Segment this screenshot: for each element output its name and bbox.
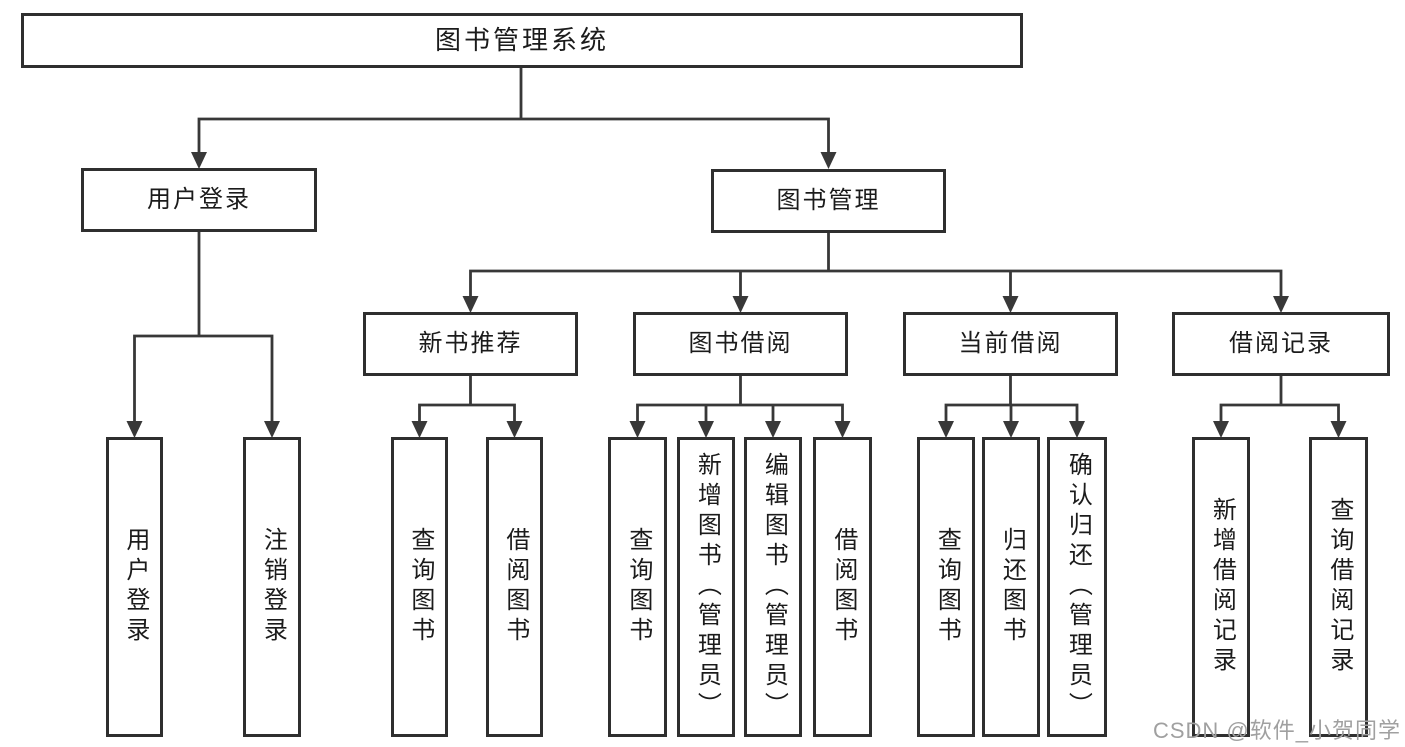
node-book-borrowing: 图书借阅 [633, 312, 848, 376]
arrowhead-icon [698, 421, 714, 438]
arrowhead-icon [820, 152, 837, 169]
watermark: CSDN @软件_小贺同学 [1152, 718, 1401, 743]
arrowhead-icon [462, 296, 479, 313]
node-leaf-confirm-return-admin: 确认归还（管理员） [1047, 437, 1107, 737]
node-new-book-recommend: 新书推荐 [363, 312, 578, 376]
arrowhead-icon [411, 421, 428, 438]
connector-path-1 [133, 230, 274, 427]
arrowhead-icon [506, 421, 523, 438]
arrowhead-icon [938, 421, 954, 438]
arrowhead-icon [264, 421, 280, 438]
node-leaf-add-borrow-record: 新增借阅记录 [1192, 437, 1250, 737]
node-leaf-query-books-borrowing: 查询图书 [608, 437, 667, 737]
node-leaf-borrow-books-recommend: 借阅图书 [486, 437, 543, 737]
node-leaf-user-login: 用户登录 [106, 437, 163, 737]
arrowhead-icon [765, 421, 781, 438]
node-leaf-logout: 注销登录 [243, 437, 301, 737]
arrowhead-icon [1002, 296, 1019, 313]
node-leaf-query-borrow-record: 查询借阅记录 [1309, 437, 1368, 737]
arrowhead-icon [732, 296, 749, 313]
node-leaf-query-books-recommend: 查询图书 [391, 437, 448, 737]
arrowhead-icon [1273, 296, 1289, 313]
arrowhead-icon [834, 421, 851, 438]
node-leaf-borrow-books-borrowing: 借阅图书 [813, 437, 872, 737]
node-user-login: 用户登录 [81, 168, 317, 232]
connector-path-3 [418, 374, 516, 427]
connector-path-4 [636, 374, 844, 427]
node-borrowing-records: 借阅记录 [1172, 312, 1390, 376]
node-library-management-system: 图书管理系统 [21, 13, 1023, 68]
node-leaf-edit-book-admin: 编辑图书（管理员） [744, 437, 802, 737]
connector-path-0 [197, 66, 830, 158]
connector-path-6 [1219, 374, 1340, 427]
arrowhead-icon [126, 421, 143, 438]
node-leaf-query-books-current: 查询图书 [917, 437, 975, 737]
node-book-management: 图书管理 [711, 169, 946, 233]
arrowhead-icon [1069, 421, 1085, 438]
arrowhead-icon [1003, 421, 1019, 438]
connector-path-2 [469, 231, 1283, 302]
arrowhead-icon [1213, 421, 1229, 438]
arrowhead-icon [629, 421, 646, 438]
node-current-borrowing: 当前借阅 [903, 312, 1118, 376]
node-leaf-return-book: 归还图书 [982, 437, 1040, 737]
connector-path-5 [944, 374, 1079, 427]
arrowhead-icon [191, 152, 207, 169]
node-leaf-add-book-admin: 新增图书（管理员） [677, 437, 735, 737]
arrowhead-icon [1330, 421, 1347, 438]
